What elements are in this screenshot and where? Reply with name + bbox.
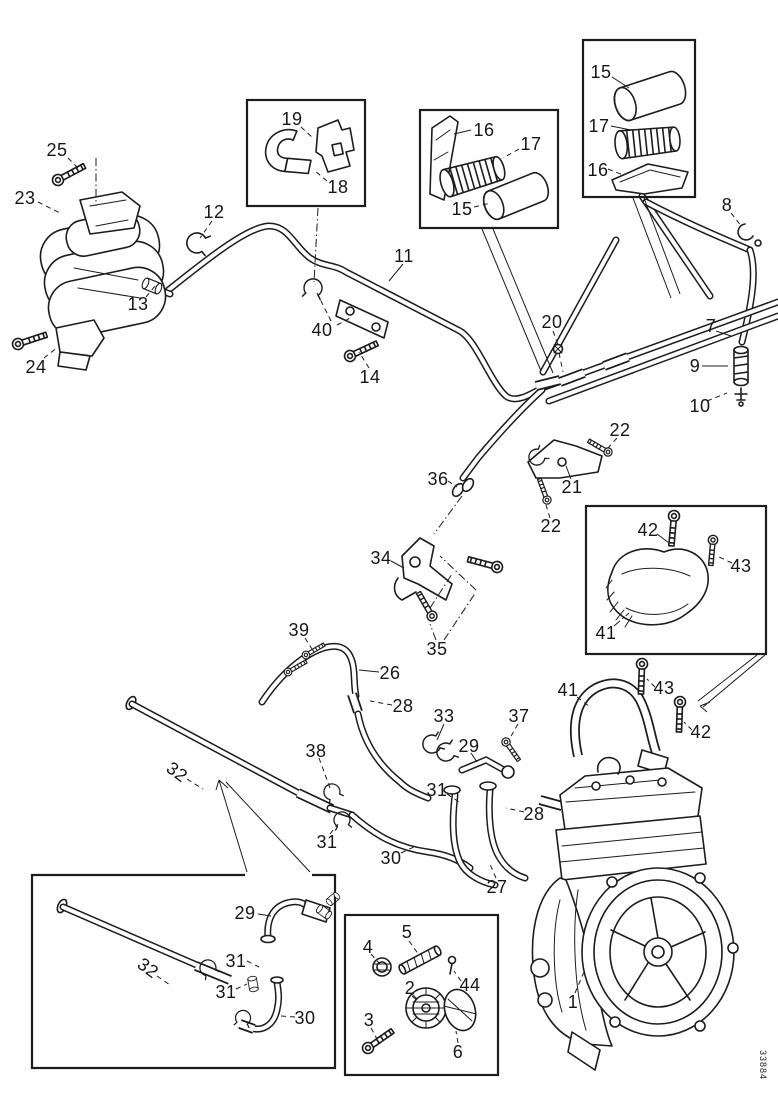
inset-box-hose-mid <box>418 108 560 374</box>
hose-41 <box>569 657 687 775</box>
drawing-number: 33884 <box>757 1049 768 1081</box>
pipe-network <box>144 192 778 482</box>
frame-fittings <box>733 223 762 407</box>
inset-box-hose-right <box>581 38 697 299</box>
air-compressor <box>530 756 739 1071</box>
inset-box-hoses-bottom <box>30 779 342 1070</box>
bracket-21 <box>525 436 615 506</box>
leader-lines <box>37 76 743 1044</box>
inset-box-clamps <box>245 98 367 283</box>
lower-piping <box>125 640 564 889</box>
inset-box-drive <box>343 913 500 1077</box>
bracket-34 <box>393 477 505 624</box>
clamp-bracket-40 <box>301 276 564 365</box>
inset-box-guard <box>584 504 768 713</box>
coil-assembly <box>10 158 212 371</box>
